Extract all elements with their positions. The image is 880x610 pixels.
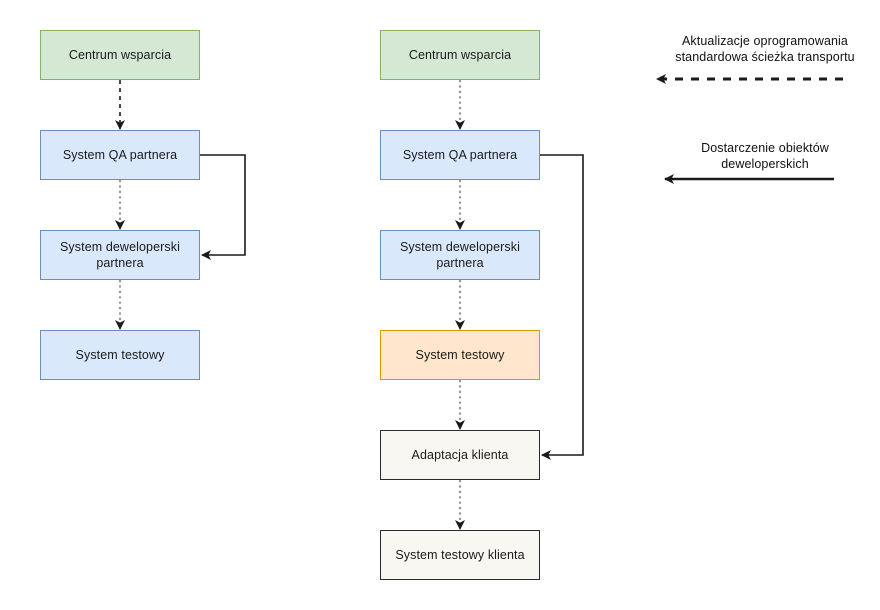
node-right-customer-test-system[interactable]: System testowy klienta	[380, 530, 540, 580]
node-right-partner-dev-system[interactable]: System deweloperski partnera	[380, 230, 540, 280]
node-left-support-center[interactable]: Centrum wsparcia	[40, 30, 200, 80]
legend-label-legend-developer-objects-delivery: Dostarczenie obiektów deweloperskich	[701, 141, 829, 171]
node-right-partner-qa-system[interactable]: System QA partnera	[380, 130, 540, 180]
node-right-customer-adaptation[interactable]: Adaptacja klienta	[380, 430, 540, 480]
connector-conn-right-qa-loop-to-adaptation	[540, 154, 584, 460]
node-right-support-center[interactable]: Centrum wsparcia	[380, 30, 540, 80]
node-left-test-system[interactable]: System testowy	[40, 330, 200, 380]
connector-conn-left-qa-loop-to-dev	[200, 154, 246, 260]
node-left-partner-dev-system[interactable]: System deweloperski partnera	[40, 230, 200, 280]
node-right-test-system[interactable]: System testowy	[380, 330, 540, 380]
legend-label-legend-software-updates: Aktualizacje oprogramowania standardowa …	[675, 34, 855, 64]
node-left-partner-qa-system[interactable]: System QA partnera	[40, 130, 200, 180]
